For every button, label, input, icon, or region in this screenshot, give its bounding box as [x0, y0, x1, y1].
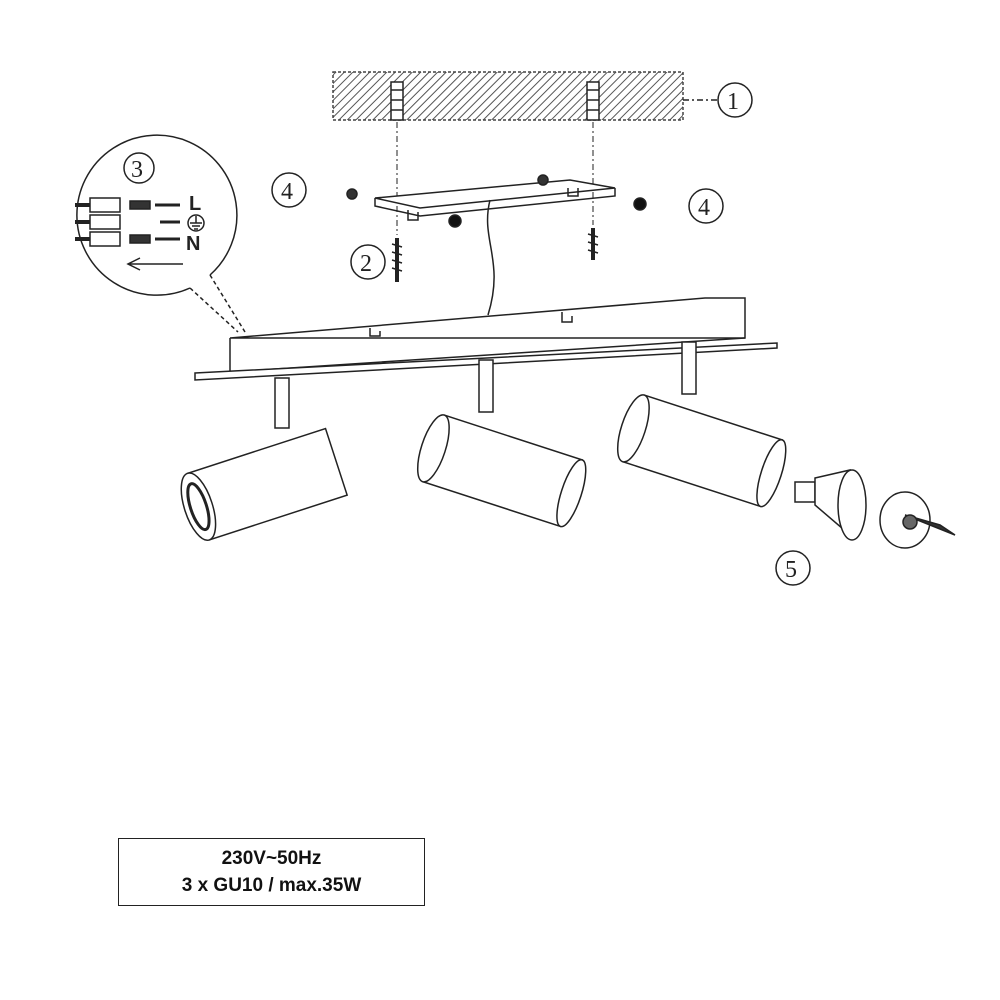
svg-text:N: N — [186, 233, 200, 255]
svg-text:L: L — [189, 193, 201, 215]
screw-left — [391, 238, 403, 282]
bracket-screws — [346, 174, 647, 228]
spec-voltage: 230V~50Hz — [221, 848, 322, 869]
callout-2: 2 — [350, 244, 386, 280]
callout-4-left: 4 — [271, 172, 307, 208]
svg-text:1: 1 — [727, 89, 739, 115]
wiring-detail: 3 L N — [75, 134, 246, 333]
svg-text:5: 5 — [785, 557, 797, 583]
callout-1: 1 — [717, 82, 753, 118]
gu10-bulb — [794, 469, 867, 541]
electrical-spec-box: 230V~50Hz 3 x GU10 / max.35W — [118, 838, 425, 906]
svg-text:3: 3 — [131, 157, 143, 183]
spec-bulbs: 3 x GU10 / max.35W — [181, 875, 362, 896]
screw-right — [587, 228, 599, 260]
mounting-bracket — [374, 179, 616, 221]
retaining-clip — [879, 491, 956, 549]
ceiling — [332, 71, 718, 121]
svg-text:2: 2 — [360, 251, 372, 277]
spotlight-middle — [416, 359, 587, 528]
cable — [486, 199, 495, 316]
svg-text:4: 4 — [698, 195, 710, 221]
spotlight-right — [616, 341, 787, 508]
callout-5: 5 — [775, 550, 811, 586]
svg-text:4: 4 — [281, 179, 293, 205]
spotlight-left — [180, 377, 349, 541]
callout-4-right: 4 — [688, 188, 724, 224]
